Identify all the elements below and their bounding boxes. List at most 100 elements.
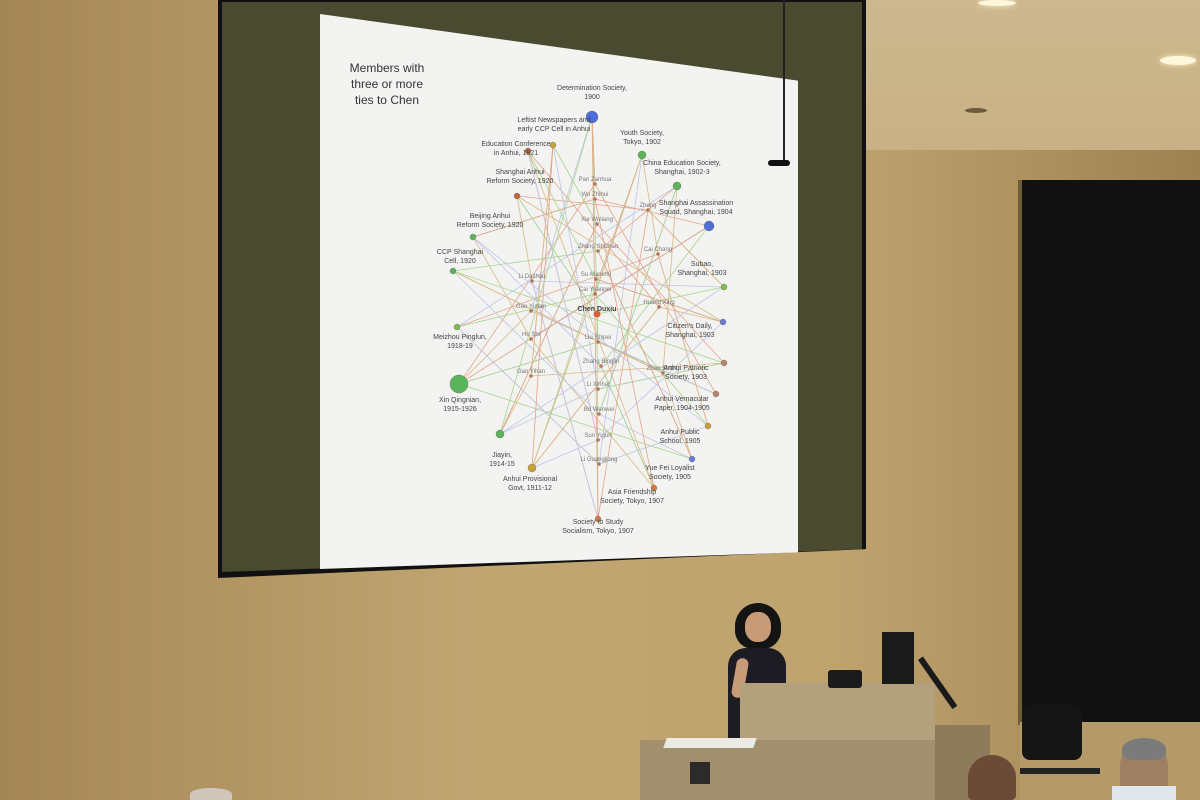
member-node [529,374,533,378]
organization-label: CCP Shanghai [437,249,484,256]
graph-edge [662,185,678,374]
organization-label: Anhui Vernacular [655,396,709,403]
graph-edge [641,154,659,255]
organization-node [720,283,728,291]
organization-label: Shanghai Assassination [659,200,733,207]
member-label: Wu Zhihui [582,192,609,198]
organization-node [527,463,537,473]
graph-edge [516,195,649,211]
member-node [596,438,600,442]
organization-label-line2: in Anhui, 1921 [494,150,538,157]
graph-edge [527,150,597,280]
graph-edge [531,144,554,469]
organization-label: Education Conference [481,141,550,148]
graph-edge [591,116,599,343]
organization-label: Jiayin, [492,452,512,459]
ceiling-light [1160,56,1196,65]
organization-label-line2: School, 1905 [660,438,701,445]
member-label: Li Xinhai [586,382,609,388]
graph-edge [595,278,724,323]
member-node [597,462,601,466]
graph-edge [499,116,593,435]
graph-edge [499,375,532,435]
organization-label-line2: Reform Society, 1920 [487,178,554,185]
slide: Members with three or more ties to Chen … [320,14,798,569]
organization-node [594,515,602,523]
organization-label: Shanghai Anhui [495,169,544,176]
graph-edge [530,144,554,377]
graph-edge [452,270,600,415]
organization-node [513,192,521,200]
organization-node [549,141,557,149]
organization-label: Beijing Anhui [470,213,511,220]
organization-label: Leftist Newspapers and [517,117,590,124]
member-node [595,222,599,226]
organization-node [703,220,715,232]
organization-label: Anhui Patriotic [663,365,709,372]
graph-edge [456,293,596,328]
member-label: Hu Shi [522,332,540,338]
graph-edge [452,270,664,374]
graph-edge [472,236,709,427]
organization-node [453,323,461,331]
graph-edge [531,439,599,469]
organization-label: Citizen's Daily, [667,323,712,330]
organization-label: Youth Society, [620,130,664,137]
organization-label: Anhui Provisional [503,476,558,483]
graph-edges [452,116,725,520]
graph-edge [594,198,655,489]
graph-edge [458,310,532,385]
member-node [656,252,660,256]
member-label: Zhao Sheng [647,366,680,372]
speaker-face [745,612,771,642]
chair-base [1020,768,1100,774]
graph-edge [527,150,599,441]
podium-top [740,683,935,743]
graph-edge [516,195,533,282]
graph-edge [658,306,724,323]
member-label: Gao Yuhan [516,304,546,310]
member-label: Liu Shipei [585,335,611,341]
organization-label-line2: Society, Tokyo, 1907 [600,498,664,505]
organization-label-line2: Cell, 1920 [444,258,476,265]
graph-edge [600,365,655,489]
podium-device [828,670,862,688]
graph-edge [531,280,725,288]
graph-edge [530,338,655,489]
organization-label: Xin Qingnian, [439,397,481,404]
graph-edge [662,372,693,460]
graph-edge [594,293,709,427]
slide-title: Members with three or more ties to Chen [349,61,425,107]
member-node [529,309,533,313]
graph-edge [597,250,693,460]
organization-node [712,390,720,398]
organization-label: Subao, [691,261,713,268]
graph-edge [499,223,598,435]
graph-edge [531,280,599,520]
graph-edge [591,116,599,520]
member-node [593,292,597,296]
member-node [593,310,601,318]
graph-edge [456,326,600,465]
audience-shirt [1112,786,1176,800]
graph-edge [657,253,709,427]
graph-edge [552,144,598,225]
member-label: Cai Chang [644,247,672,253]
graph-edge [552,144,599,390]
podium-monitor [882,632,914,684]
organization-label-line2: Tokyo, 1902 [623,139,661,146]
graph-edge [594,183,717,395]
organization-node [704,422,712,430]
organization-node [524,147,532,155]
member-node [529,337,533,341]
member-node [596,340,600,344]
organization-node [688,455,696,463]
graph-edge [598,425,709,465]
member-node [657,305,661,309]
member-node [593,182,597,186]
organization-label-line2: Society, 1903 [665,374,707,381]
organization-label-line2: Socialism, Tokyo, 1907 [562,528,634,535]
organization-label: Determination Society, [557,85,627,92]
member-label: Xie Wuliang [581,217,613,223]
graph-edge [597,209,649,520]
